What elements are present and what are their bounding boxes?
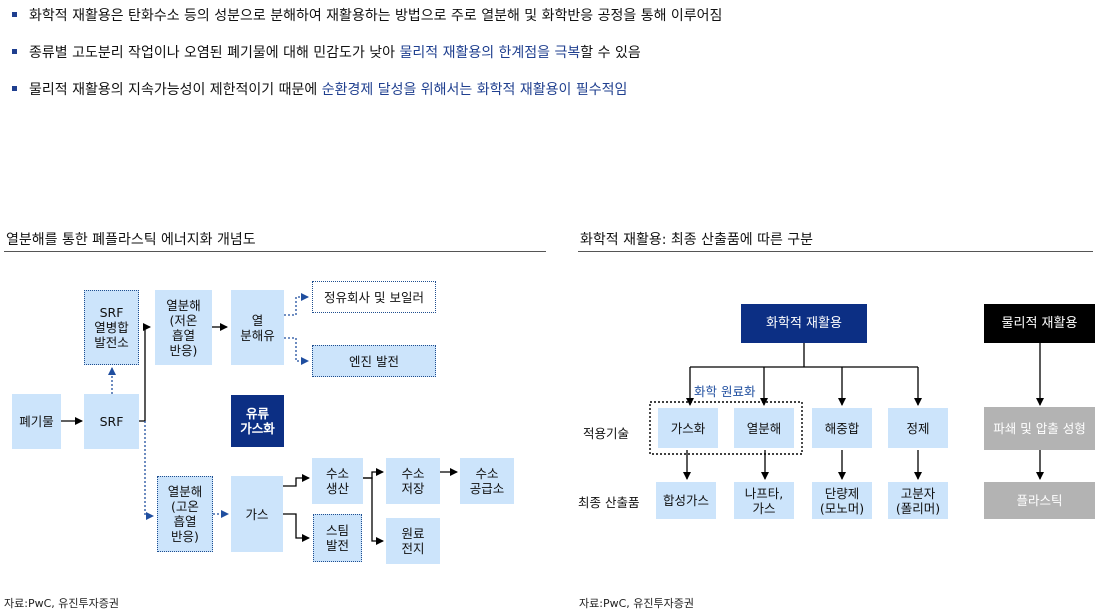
pyrolysis-high-temp-node: 열분해 (고온 흡열 반응) — [157, 476, 213, 552]
output-syngas: 합성가스 — [656, 482, 716, 519]
bullet-3: 물리적 재활용의 지속가능성이 제한적이기 때문에 순환경제 달성을 위해서는 … — [12, 78, 627, 102]
waste-node: 폐기물 — [12, 394, 61, 449]
tech-purification: 정제 — [888, 408, 948, 448]
right-title-rule — [578, 251, 1093, 252]
refinery-boiler-node: 정유회사 및 보일러 — [312, 281, 436, 313]
srf-chp-plant-node: SRF 열병합 발전소 — [84, 290, 139, 365]
chemical-recycling-header: 화학적 재활용 — [741, 304, 867, 343]
oil-gasification-node: 유류 가스화 — [231, 395, 284, 447]
output-monomer: 단량제 (모노머) — [812, 482, 872, 519]
feedstock-cell-node: 원료 전지 — [386, 518, 440, 564]
tech-depolymerization: 해중합 — [812, 408, 872, 448]
output-naphtha-gas: 나프타, 가스 — [734, 482, 794, 519]
left-diagram-title: 열분해를 통한 폐플라스틱 에너지화 개념도 — [6, 232, 256, 248]
steam-power-node: 스팀 발전 — [313, 514, 362, 562]
tech-gasification: 가스화 — [658, 408, 718, 448]
left-source-note: 자료:PwC, 유진투자증권 — [4, 597, 119, 610]
gas-node: 가스 — [231, 476, 283, 552]
srf-node: SRF — [84, 394, 139, 449]
bullet-2: 종류별 고도분리 작업이나 오염된 폐기물에 대해 민감도가 낮아 물리적 재활… — [12, 41, 641, 65]
pyrolysis-oil-node: 열 분해유 — [231, 290, 284, 365]
bullet-marker — [12, 48, 17, 54]
row-label-tech: 적용기술 — [583, 426, 630, 441]
right-diagram-title: 화학적 재활용: 최종 산출품에 따른 구분 — [580, 232, 814, 248]
left-title-rule — [4, 251, 546, 252]
hydrogen-storage-node: 수소 저장 — [386, 458, 440, 504]
bullet-marker — [12, 85, 17, 91]
tech-pyrolysis: 열분해 — [734, 408, 794, 448]
right-source-note: 자료:PwC, 유진투자증권 — [579, 597, 694, 610]
physical-recycling-header: 물리적 재활용 — [984, 304, 1095, 343]
output-plastic: 플라스틱 — [984, 482, 1095, 519]
bullet-marker — [12, 11, 17, 17]
row-label-output: 최종 산출품 — [578, 495, 640, 510]
chemical-feedstock-label: 화학 원료화 — [694, 384, 756, 399]
engine-power-node: 엔진 발전 — [312, 345, 436, 377]
hydrogen-supply-node: 수소 공급소 — [460, 458, 514, 504]
hydrogen-production-node: 수소 생산 — [312, 458, 363, 504]
tech-shredding-extrusion: 파쇄 및 압출 성형 — [984, 407, 1095, 450]
output-polymer: 고분자 (폴리머) — [888, 482, 948, 519]
bullet-1: 화학적 재활용은 탄화수소 등의 성분으로 분해하여 재활용하는 방법으로 주로… — [12, 4, 722, 28]
pyrolysis-low-temp-node: 열분해 (저온 흡열 반응) — [155, 290, 212, 365]
